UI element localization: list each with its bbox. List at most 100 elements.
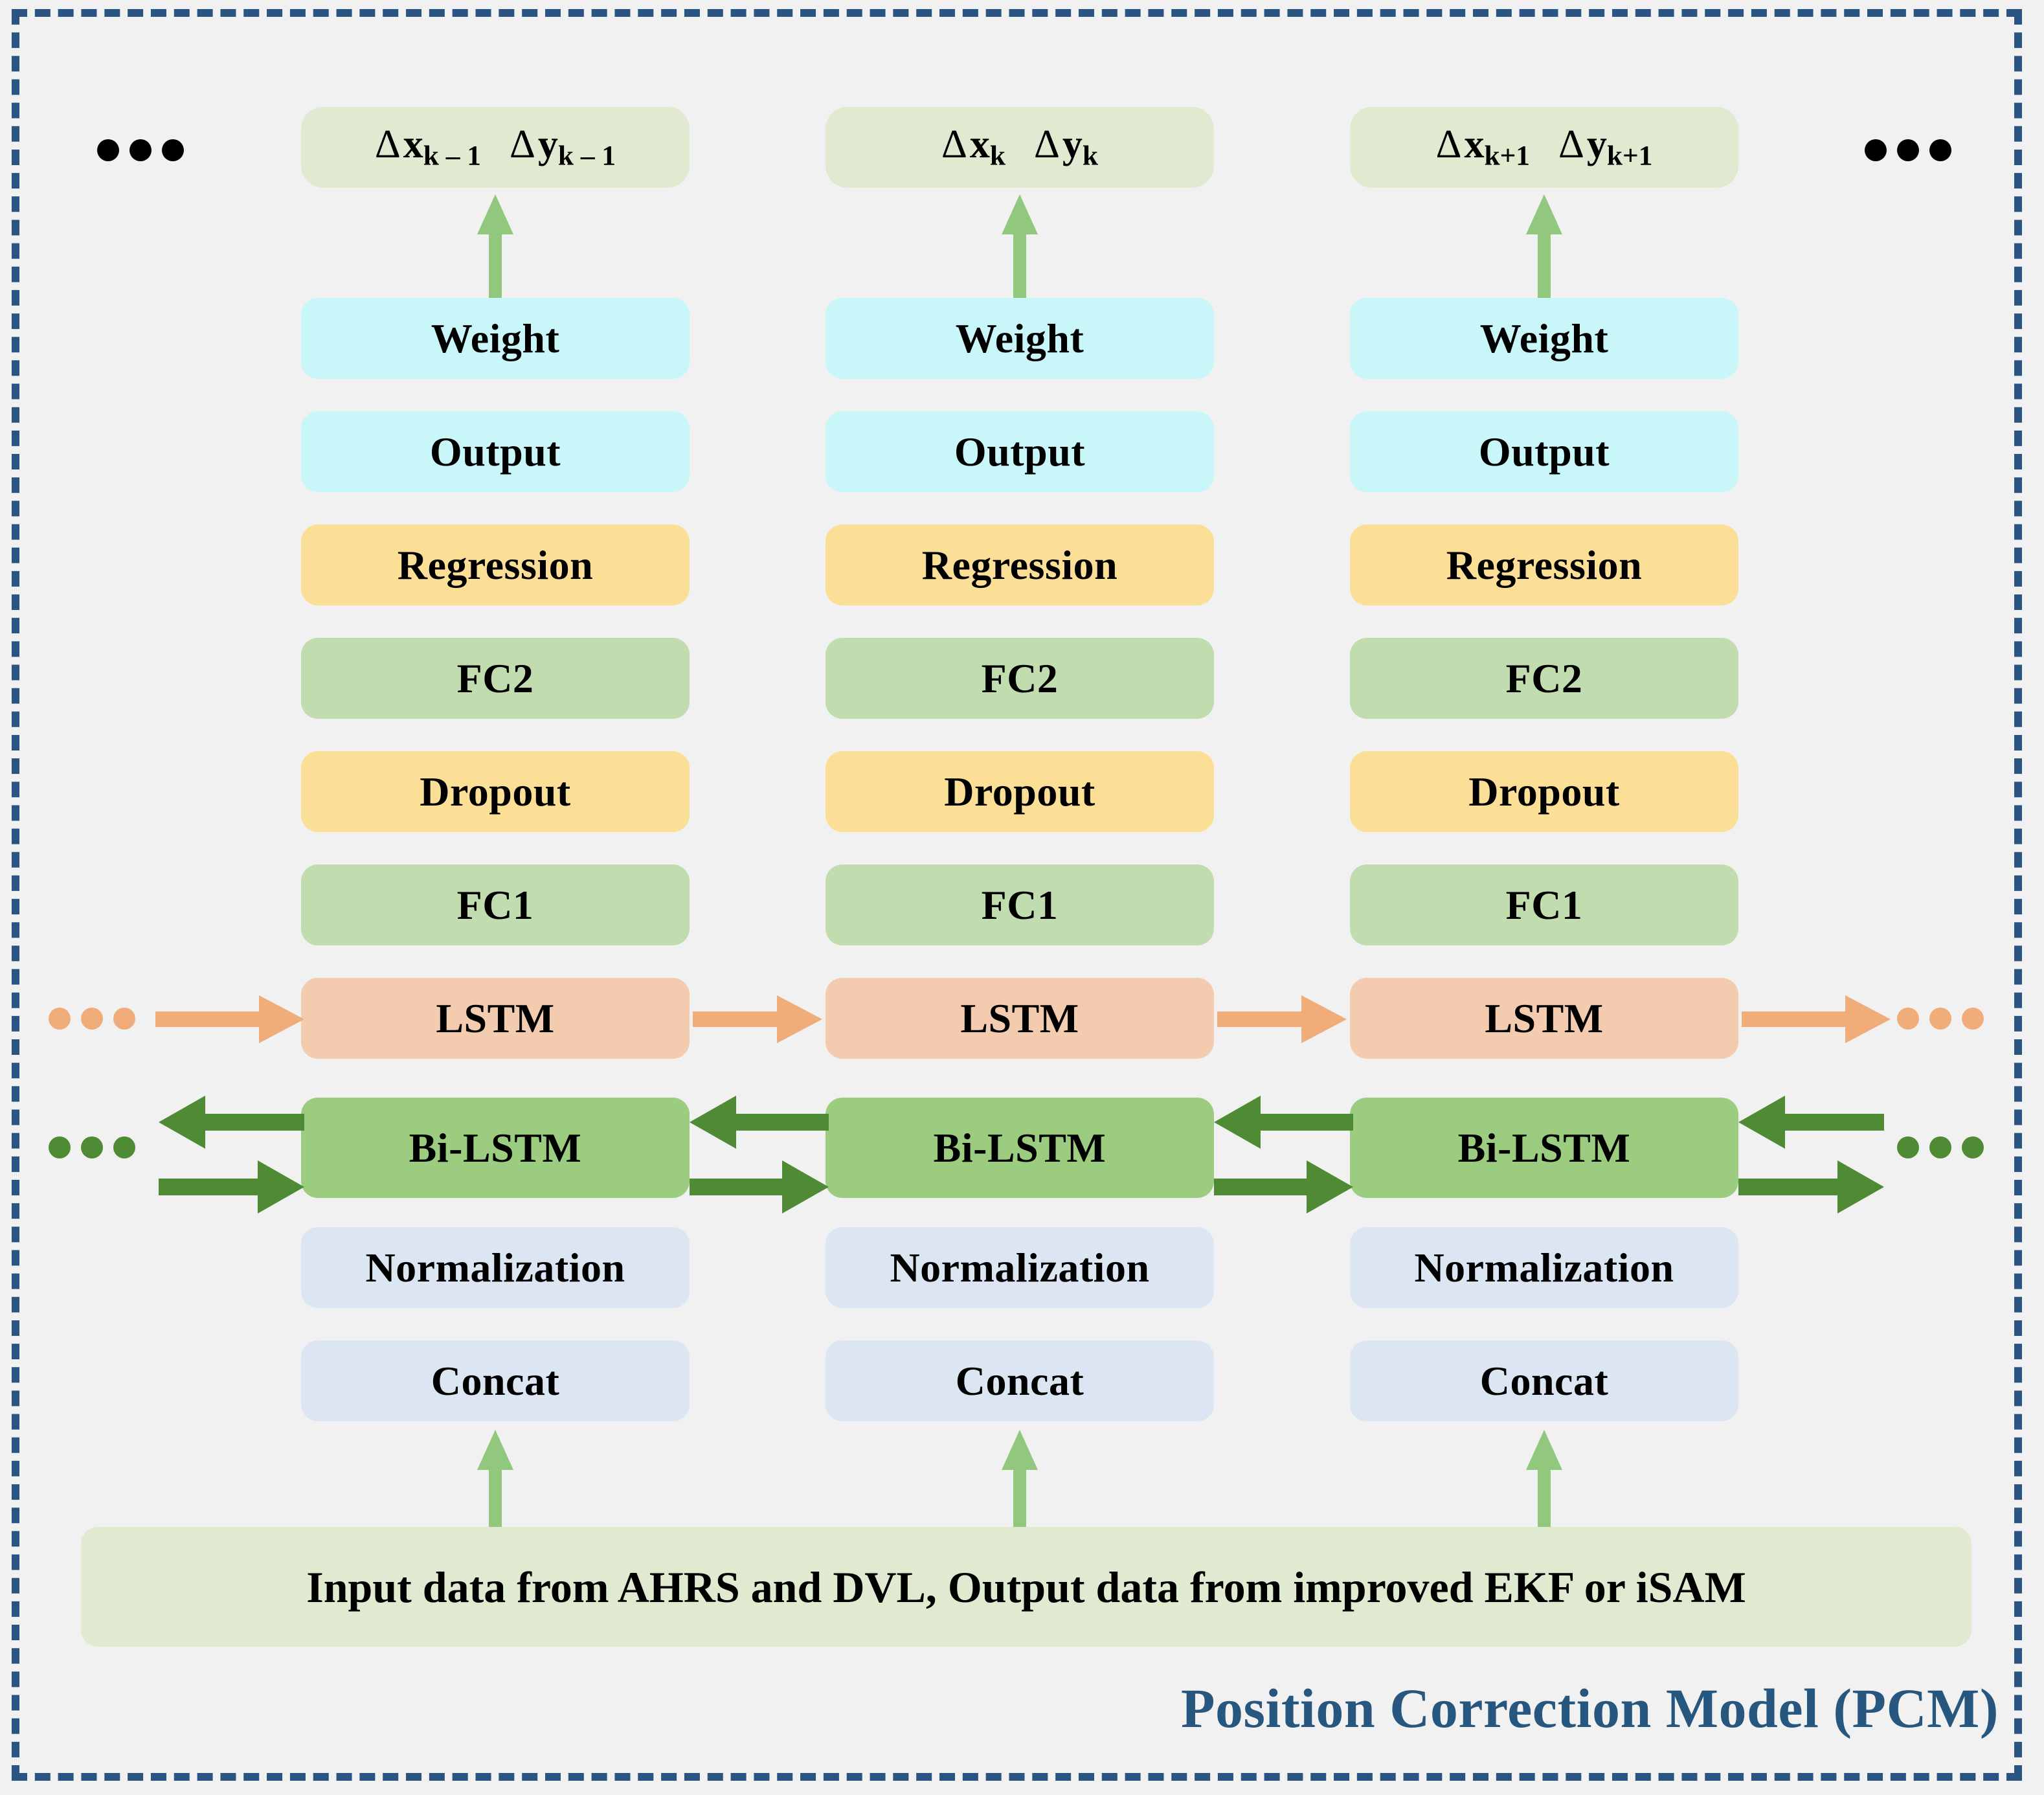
layer-label: Weight	[431, 315, 560, 361]
dx-var: x	[969, 122, 990, 167]
ellipsis-bilstm-left	[49, 1136, 135, 1158]
input-data-bar: Input data from AHRS and DVL, Output dat…	[81, 1527, 1971, 1647]
layer-box-concat-col1: Concat	[301, 1340, 690, 1421]
delta-symbol: Δ	[510, 122, 535, 167]
layer-box-regression-col3: Regression	[1350, 525, 1738, 605]
layer-box-output-col1: Output	[301, 411, 690, 492]
dy-subscript: k – 1	[557, 140, 616, 172]
bilstm-backward-arrow-2-1	[690, 1096, 829, 1149]
input-up-arrow-col3	[1526, 1430, 1562, 1533]
layer-label: Weight	[955, 315, 1084, 361]
delta-symbol: Δ	[1034, 122, 1060, 167]
delta-symbol: Δ	[1558, 122, 1584, 167]
layer-label: Concat	[431, 1357, 560, 1404]
lstm-forward-arrow-2-3	[1217, 995, 1347, 1043]
layer-label: Weight	[1479, 315, 1609, 361]
layer-box-bilstm-col2: Bi-LSTM	[825, 1098, 1214, 1198]
layer-box-lstm-col1: LSTM	[301, 978, 690, 1059]
layer-box-fc2-col1: FC2	[301, 638, 690, 719]
delta-symbol: Δ	[374, 122, 401, 167]
layer-box-dropout-col3: Dropout	[1350, 751, 1738, 832]
layer-box-regression-col2: Regression	[825, 525, 1214, 605]
layer-box-dropout-col2: Dropout	[825, 751, 1214, 832]
layer-label: Bi-LSTM	[1457, 1124, 1631, 1171]
layer-label: Dropout	[944, 768, 1095, 815]
dx-var: x	[1464, 122, 1485, 167]
dx-subscript: k	[989, 140, 1005, 172]
bilstm-backward-arrow-3-2	[1214, 1096, 1353, 1149]
dy-var: y	[1062, 122, 1083, 167]
layer-label: LSTM	[436, 995, 555, 1041]
layer-label: Normalization	[890, 1244, 1150, 1291]
layer-label: Output	[954, 428, 1086, 475]
layer-box-fc2-col2: FC2	[825, 638, 1214, 719]
layer-box-normalization-col2: Normalization	[825, 1227, 1214, 1308]
layer-label: Output	[1478, 428, 1610, 475]
output-up-arrow-col1	[477, 194, 513, 298]
bilstm-forward-arrow-1-2	[690, 1160, 829, 1214]
layer-label: Normalization	[365, 1244, 625, 1291]
layer-box-output-col2: Output	[825, 411, 1214, 492]
lstm-forward-arrow-1-2	[693, 995, 822, 1043]
layer-box-normalization-col3: Normalization	[1350, 1227, 1738, 1308]
layer-box-normalization-col1: Normalization	[301, 1227, 690, 1308]
dy-subscript: k+1	[1606, 140, 1653, 172]
layer-box-lstm-col3: LSTM	[1350, 978, 1738, 1059]
layer-label: Bi-LSTM	[409, 1124, 582, 1171]
layer-box-fc1-col3: FC1	[1350, 864, 1738, 945]
layer-label: Dropout	[1468, 768, 1620, 815]
bilstm-backward-arrow-in-right	[1738, 1096, 1884, 1149]
ellipsis-lstm-right	[1897, 1008, 1984, 1030]
layer-box-fc1-col1: FC1	[301, 864, 690, 945]
layer-label: FC1	[981, 881, 1059, 928]
output-up-arrow-col2	[1002, 194, 1038, 298]
layer-box-regression-col1: Regression	[301, 525, 690, 605]
delta-symbol: Δ	[941, 122, 967, 167]
delta-symbol: Δ	[1435, 122, 1462, 167]
layer-label: Regression	[397, 541, 594, 588]
input-data-label: Input data from AHRS and DVL, Output dat…	[306, 1562, 1746, 1612]
layer-label: Concat	[1479, 1357, 1609, 1404]
layer-label: Bi-LSTM	[933, 1124, 1106, 1171]
bilstm-forward-arrow-2-3	[1214, 1160, 1353, 1214]
ellipsis-top-left	[97, 139, 184, 161]
output-up-arrow-col3	[1526, 194, 1562, 298]
layer-label: FC1	[456, 881, 534, 928]
layer-box-fc2-col3: FC2	[1350, 638, 1738, 719]
bilstm-forward-arrow-out-right	[1738, 1160, 1884, 1214]
lstm-forward-arrow-in	[155, 995, 304, 1043]
ellipsis-bilstm-right	[1897, 1136, 1984, 1158]
layer-label: FC2	[456, 655, 534, 701]
dx-subscript: k+1	[1484, 140, 1530, 172]
dy-var: y	[1586, 122, 1607, 167]
layer-label: LSTM	[1485, 995, 1604, 1041]
ellipsis-top-right	[1865, 139, 1951, 161]
layer-box-fc1-col2: FC1	[825, 864, 1214, 945]
layer-label: Regression	[1446, 541, 1643, 588]
bilstm-backward-arrow-out-left	[159, 1096, 304, 1149]
layer-box-concat-col2: Concat	[825, 1340, 1214, 1421]
layer-box-bilstm-col3: Bi-LSTM	[1350, 1098, 1738, 1198]
layer-label: Normalization	[1414, 1244, 1674, 1291]
input-up-arrow-col2	[1002, 1430, 1038, 1533]
ellipsis-lstm-left	[49, 1008, 135, 1030]
layer-box-dropout-col1: Dropout	[301, 751, 690, 832]
lstm-forward-arrow-out	[1742, 995, 1891, 1043]
dx-var: x	[403, 122, 423, 167]
layer-label: FC1	[1505, 881, 1583, 928]
layer-box-output-col3: Output	[1350, 411, 1738, 492]
layer-label: LSTM	[960, 995, 1079, 1041]
layer-label: Concat	[955, 1357, 1084, 1404]
layer-box-lstm-col2: LSTM	[825, 978, 1214, 1059]
dy-subscript: k	[1082, 140, 1099, 172]
layer-label: Dropout	[420, 768, 571, 815]
layer-box-weight-col3: Weight	[1350, 298, 1738, 379]
dy-var: y	[537, 122, 558, 167]
